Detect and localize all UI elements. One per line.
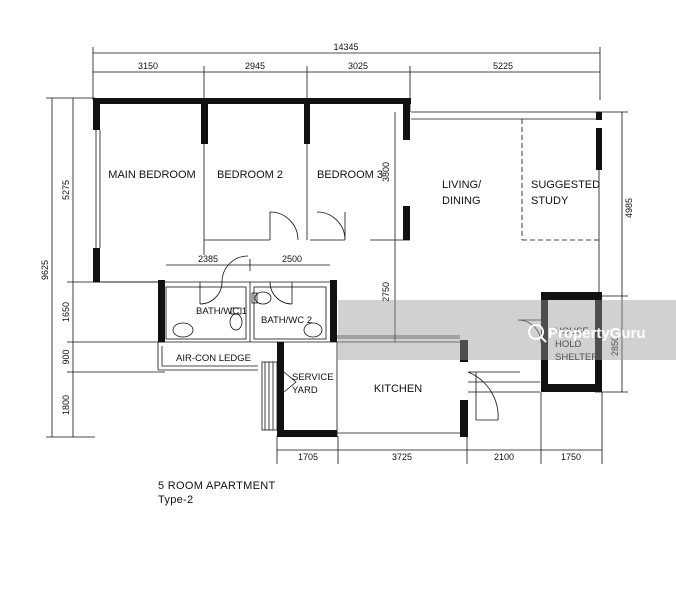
dim-left-1: 5275 bbox=[61, 180, 71, 200]
label-study-2: STUDY bbox=[531, 195, 569, 207]
label-shelter-3: SHELTER bbox=[555, 352, 598, 363]
watermark-text: PropertyGuru bbox=[548, 325, 646, 342]
label-kitchen: KITCHEN bbox=[374, 383, 422, 395]
door-bath2 bbox=[269, 281, 293, 305]
dim-left-2: 1650 bbox=[61, 302, 71, 322]
label-service-yard-2: YARD bbox=[292, 385, 318, 396]
watermark: PropertyGuru bbox=[338, 300, 676, 360]
door-bedroom3 bbox=[316, 211, 346, 241]
dim-left-3: 900 bbox=[61, 349, 71, 364]
dim-top-4: 5225 bbox=[493, 61, 513, 71]
dim-left-overall: 9625 bbox=[40, 260, 50, 280]
dim-bottom-1: 1705 bbox=[298, 452, 318, 462]
dim-overall-width: 14345 bbox=[333, 42, 358, 52]
label-bath-wc-1: BATH/WC 1 bbox=[196, 306, 247, 317]
door-main-entrance bbox=[467, 371, 520, 421]
door-main-bath bbox=[221, 255, 249, 283]
dim-right-2: 2850 bbox=[610, 336, 620, 356]
label-study-1: SUGGESTED bbox=[531, 179, 600, 191]
label-main-bedroom: MAIN BEDROOM bbox=[108, 169, 195, 181]
plan-caption-title: 5 ROOM APARTMENT bbox=[158, 480, 276, 492]
plan-caption-type: Type-2 bbox=[158, 494, 194, 506]
dim-bath1-width: 2385 bbox=[198, 254, 218, 264]
watermark-logo-icon bbox=[528, 324, 547, 343]
dim-top-3: 3025 bbox=[348, 61, 368, 71]
dim-bath2-width: 2500 bbox=[282, 254, 302, 264]
door-bedroom2 bbox=[269, 211, 299, 241]
inner-dimensions: 2385 2500 3800 2750 bbox=[166, 112, 396, 342]
door-bath1 bbox=[199, 281, 223, 305]
label-service-yard-1: SERVICE bbox=[292, 372, 334, 383]
dim-right-1: 4985 bbox=[624, 198, 634, 218]
toilet-2 bbox=[254, 291, 272, 305]
label-bath-wc-2: BATH/WC 2 bbox=[261, 315, 312, 326]
label-living-1: LIVING/ bbox=[442, 179, 482, 191]
door-shelter bbox=[517, 319, 542, 344]
label-shelter-2: HOLD bbox=[555, 339, 582, 350]
label-bedroom-2: BEDROOM 2 bbox=[217, 169, 283, 181]
label-aircon-ledge: AIR-CON LEDGE bbox=[176, 353, 251, 364]
room-labels: MAIN BEDROOM BEDROOM 2 BEDROOM 3 LIVING/… bbox=[108, 169, 600, 396]
dim-top-1: 3150 bbox=[138, 61, 158, 71]
top-dimensions: 14345 3150 2945 3025 5225 bbox=[92, 42, 601, 112]
label-shelter-1: HOUSE bbox=[555, 326, 589, 337]
walls bbox=[93, 98, 602, 437]
label-living-2: DINING bbox=[442, 195, 481, 207]
dim-bottom-3: 2100 bbox=[494, 452, 514, 462]
left-dimensions: 9625 5275 1650 900 1800 bbox=[40, 97, 165, 438]
dim-top-2: 2945 bbox=[245, 61, 265, 71]
dim-bedroom3-depth: 3800 bbox=[381, 162, 391, 182]
watermark-band bbox=[338, 300, 676, 360]
bottom-dimensions: 1705 3725 2100 1750 bbox=[276, 392, 603, 464]
door-service-yard bbox=[283, 371, 297, 393]
doors bbox=[199, 211, 542, 421]
wash-basin-2 bbox=[303, 322, 323, 338]
label-bedroom-3: BEDROOM 3 bbox=[317, 169, 383, 181]
dim-living-depth: 2750 bbox=[381, 282, 391, 302]
fixtures bbox=[165, 286, 327, 340]
wash-basin-1 bbox=[172, 322, 194, 338]
dim-bottom-4: 1750 bbox=[561, 452, 581, 462]
dim-left-4: 1800 bbox=[61, 395, 71, 415]
dim-bottom-2: 3725 bbox=[392, 452, 412, 462]
